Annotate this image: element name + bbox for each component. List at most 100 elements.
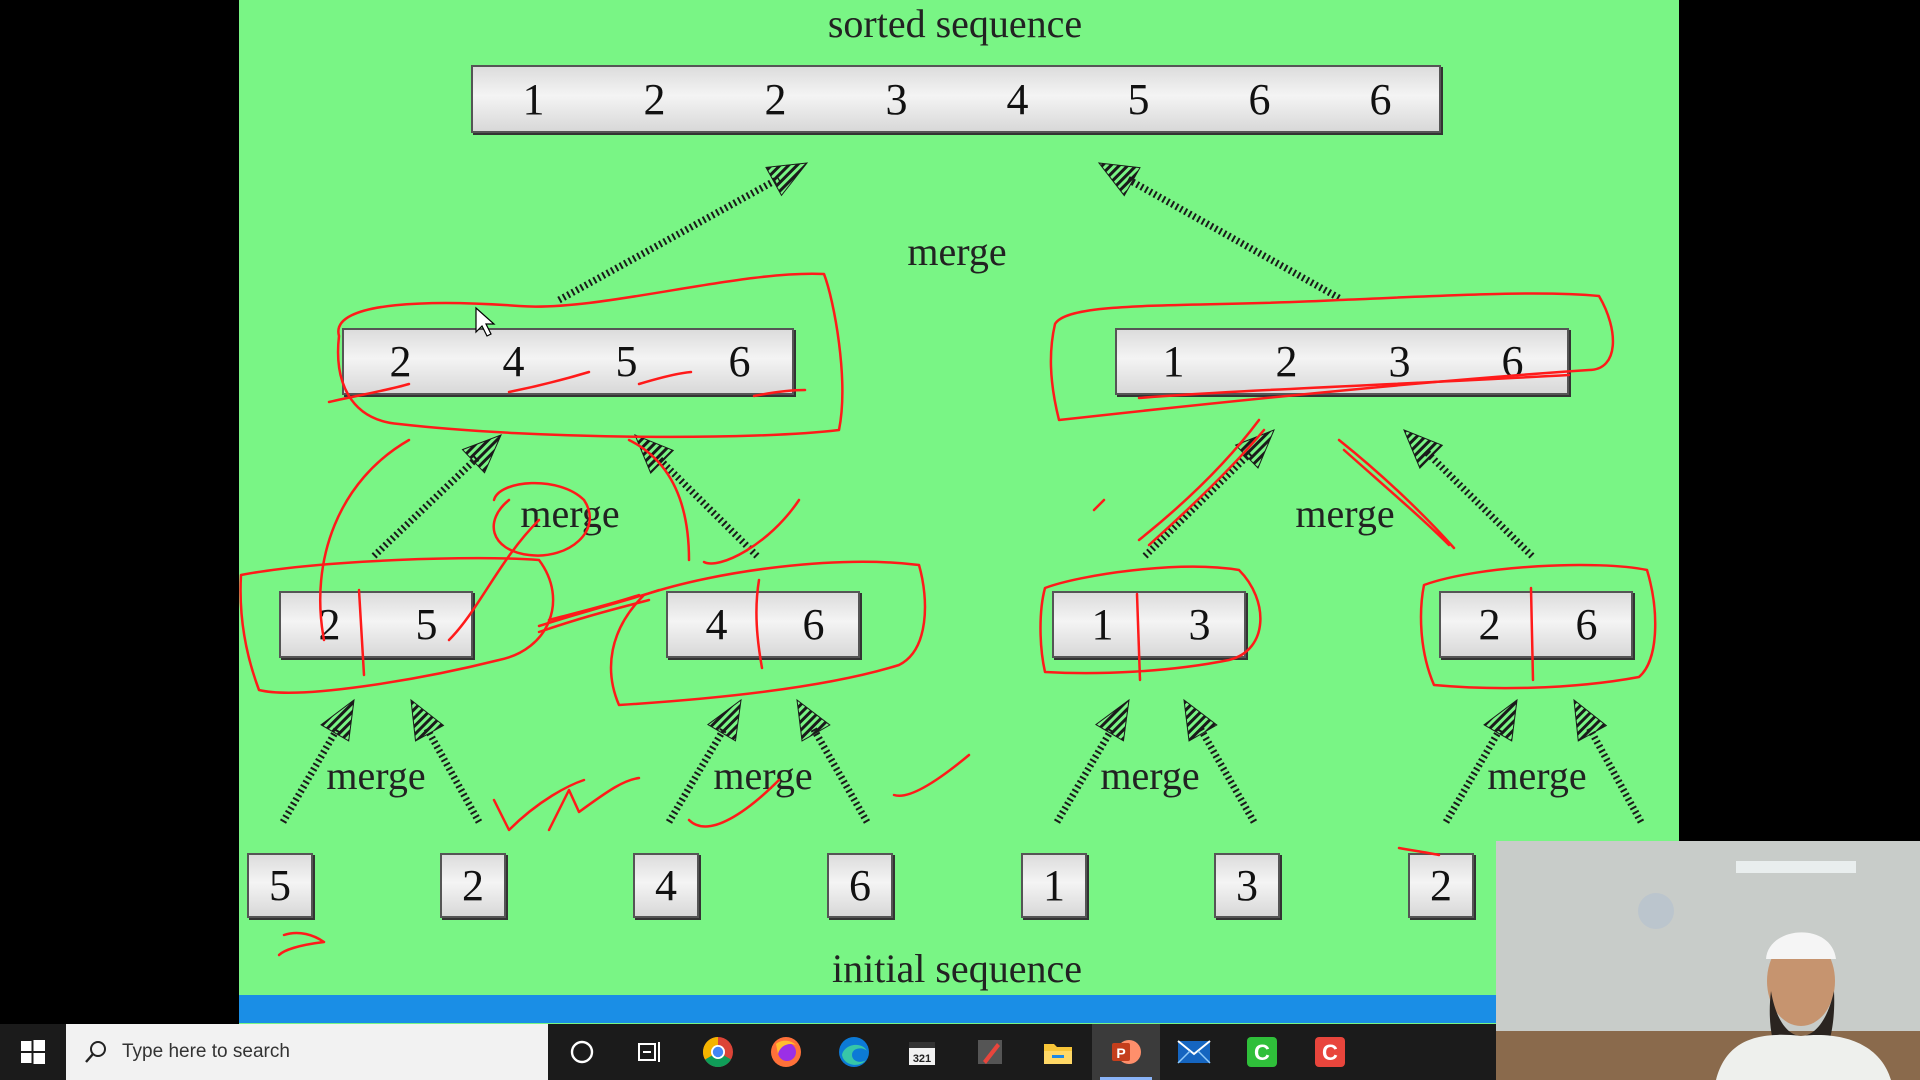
merge-arrow bbox=[557, 162, 809, 304]
initial-box: 6 bbox=[827, 853, 893, 918]
pen-curve bbox=[319, 438, 411, 642]
firefox-icon bbox=[771, 1037, 801, 1067]
diagram-overlay bbox=[239, 162, 1657, 957]
pen-check bbox=[892, 753, 971, 798]
task-view-icon bbox=[638, 1042, 660, 1062]
pen-mark bbox=[1397, 846, 1441, 857]
pen-circle bbox=[492, 481, 591, 557]
initial-box: 3 bbox=[1214, 853, 1280, 918]
merge-label-pair-3: merge bbox=[1100, 753, 1200, 798]
pair-box-1: 2 5 bbox=[279, 591, 473, 658]
pen-loop-right bbox=[1049, 292, 1615, 422]
powerpoint-taskbar-button[interactable]: P bbox=[1092, 1024, 1160, 1080]
pen-loop-left bbox=[336, 272, 844, 439]
merge-arrow bbox=[1142, 429, 1275, 559]
pen-curve bbox=[447, 518, 541, 642]
file-explorer-icon bbox=[1044, 1044, 1072, 1064]
camtasia-red-button[interactable]: C bbox=[1296, 1024, 1364, 1080]
merge-label-pair-4: merge bbox=[1487, 753, 1587, 798]
sorted-sequence-label: sorted sequence bbox=[827, 1, 1083, 46]
search-icon bbox=[85, 1041, 106, 1063]
pen-check bbox=[702, 498, 801, 565]
pen-annotations bbox=[239, 272, 1657, 957]
merge-arrow bbox=[1183, 698, 1258, 824]
initial-cell: 6 bbox=[849, 861, 871, 910]
firefox-taskbar-button[interactable] bbox=[752, 1024, 820, 1080]
pen-split-mark bbox=[357, 588, 366, 677]
initial-cell: 1 bbox=[1043, 861, 1065, 910]
edge-taskbar-button[interactable] bbox=[820, 1024, 888, 1080]
mail-app-button[interactable] bbox=[1160, 1024, 1228, 1080]
initial-box: 1 bbox=[1021, 853, 1087, 918]
drawing-app-icon bbox=[978, 1040, 1002, 1064]
task-view-button[interactable] bbox=[616, 1024, 684, 1080]
pen-check bbox=[547, 776, 641, 832]
windows-taskbar: Type here to search bbox=[0, 1024, 1496, 1080]
initial-cell: 3 bbox=[1236, 861, 1258, 910]
pen-strike bbox=[1137, 418, 1266, 547]
taskbar-search-box[interactable]: Type here to search bbox=[66, 1024, 548, 1080]
merged-left-cell: 6 bbox=[728, 337, 751, 386]
merge-arrow bbox=[634, 434, 760, 559]
webcam-overlay bbox=[1496, 841, 1920, 1080]
pen-check bbox=[492, 778, 586, 832]
pen-loop-pair-3 bbox=[1039, 565, 1262, 675]
initial-box: 4 bbox=[633, 853, 699, 918]
merge-arrow bbox=[1573, 698, 1645, 824]
merged-left-cell: 4 bbox=[502, 337, 525, 386]
camtasia-green-letter: C bbox=[1254, 1040, 1270, 1065]
pen-underline bbox=[637, 370, 693, 386]
pair-box-4: 2 6 bbox=[1439, 591, 1633, 658]
merged-left-cell: 5 bbox=[615, 337, 638, 386]
pen-strike bbox=[1337, 438, 1456, 550]
sorted-cell: 6 bbox=[1369, 74, 1392, 124]
pen-loop-pair-1 bbox=[239, 556, 555, 694]
merged-right-cell: 1 bbox=[1162, 337, 1185, 386]
initial-box: 5 bbox=[247, 853, 313, 918]
merged-right-cell: 6 bbox=[1501, 337, 1524, 386]
merge-arrow bbox=[1053, 698, 1130, 824]
pen-check bbox=[277, 931, 326, 957]
pen-loop-pair-4 bbox=[1419, 563, 1657, 690]
powerpoint-letter: P bbox=[1116, 1045, 1125, 1061]
pen-underline bbox=[1137, 373, 1571, 400]
merge-arrow bbox=[796, 698, 871, 824]
powerpoint-icon: P bbox=[1112, 1040, 1141, 1064]
merge-arrow bbox=[1442, 698, 1518, 824]
camtasia-green-button[interactable]: C bbox=[1228, 1024, 1296, 1080]
sorted-sequence-box: 1 2 2 3 4 5 6 6 bbox=[471, 65, 1441, 133]
merge-arrow bbox=[665, 698, 742, 824]
pen-underline bbox=[752, 388, 807, 398]
start-button[interactable] bbox=[0, 1024, 66, 1080]
file-explorer-button[interactable] bbox=[1024, 1024, 1092, 1080]
calendar-app-button[interactable]: 321 bbox=[888, 1024, 956, 1080]
merged-right-cell: 3 bbox=[1388, 337, 1411, 386]
merge-label-top: merge bbox=[907, 229, 1007, 274]
mail-app-icon bbox=[1177, 1040, 1211, 1064]
search-placeholder: Type here to search bbox=[122, 1041, 290, 1062]
chrome-taskbar-button[interactable] bbox=[684, 1024, 752, 1080]
pair-cell: 6 bbox=[1575, 600, 1598, 649]
initial-box: 2 bbox=[1408, 853, 1474, 918]
merge-label-pair-1: merge bbox=[326, 753, 426, 798]
pair-cell: 2 bbox=[1478, 600, 1501, 649]
sorted-cell: 6 bbox=[1248, 74, 1271, 124]
pen-underline bbox=[507, 370, 591, 394]
windows-logo-icon bbox=[21, 1040, 45, 1064]
sorted-cell: 4 bbox=[1006, 74, 1029, 124]
mouse-cursor-icon bbox=[475, 306, 496, 337]
calendar-app-icon: 321 bbox=[909, 1042, 935, 1065]
merged-right-cell: 2 bbox=[1275, 337, 1298, 386]
merge-label-right: merge bbox=[1295, 491, 1395, 536]
merge-arrow bbox=[1097, 162, 1341, 302]
pair-cell: 5 bbox=[415, 600, 438, 649]
pen-mark bbox=[1092, 498, 1106, 512]
initial-cell: 5 bbox=[269, 861, 291, 910]
cortana-icon bbox=[570, 1040, 594, 1064]
presenter-video bbox=[1496, 841, 1920, 1080]
camtasia-red-icon: C bbox=[1315, 1037, 1345, 1067]
slide-footer-bar bbox=[239, 995, 1496, 1023]
cortana-button[interactable] bbox=[548, 1024, 616, 1080]
pair-box-2: 4 6 bbox=[666, 591, 860, 658]
drawing-app-button[interactable] bbox=[956, 1024, 1024, 1080]
